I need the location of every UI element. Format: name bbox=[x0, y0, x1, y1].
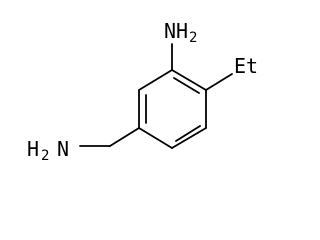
ring-bond-lower-left bbox=[138, 127, 173, 149]
ring-bond-lower-right bbox=[171, 127, 207, 149]
ring-double-bond-lower-right bbox=[175, 125, 201, 142]
ring-bond-top bbox=[138, 69, 173, 91]
ring-double-bond-upper-right bbox=[173, 77, 200, 94]
atom-labels: NH 2 Et H 2 N bbox=[27, 19, 258, 164]
bond-to-ethyl bbox=[205, 73, 233, 91]
molecule-structure: NH 2 Et H 2 N bbox=[27, 19, 258, 164]
substituent-bonds bbox=[79, 43, 233, 147]
amine-left-subscript: 2 bbox=[41, 148, 49, 164]
ethyl-label: Et bbox=[234, 54, 258, 78]
amine-top-subscript: 2 bbox=[189, 30, 197, 46]
amine-left-h-label: H bbox=[27, 137, 39, 161]
ring-bond-upper-right bbox=[171, 69, 207, 91]
amine-left-n-label: N bbox=[57, 137, 69, 161]
benzene-ring bbox=[138, 69, 207, 149]
amine-top-label: NH bbox=[164, 19, 188, 43]
bond-ring-to-methylene bbox=[109, 127, 140, 147]
